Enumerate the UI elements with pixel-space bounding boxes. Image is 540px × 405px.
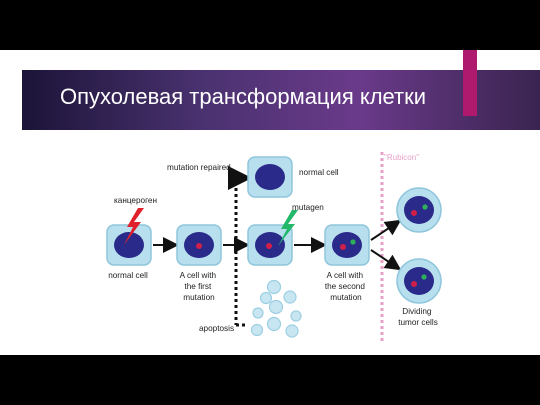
carcinogen-label: канцероген [114,196,157,205]
normal-cell-top-label: normal cell [299,168,339,177]
lightning-bolt-icon [124,208,144,245]
tumor-cell [396,187,442,233]
second-mutation-cell [324,224,370,266]
arrow [370,219,402,241]
mutation-repaired-label: mutation repaired [167,163,231,172]
normal-cell [106,224,152,266]
slide-title: Опухолевая трансформация клетки [60,84,427,109]
first-mutation-cell [176,224,222,266]
dividing-cells-label: Dividing tumor cells [398,307,438,327]
tumor-cell [396,258,442,304]
second-mutation-label: A cell with the second mutation [325,271,367,302]
arrow [370,249,402,271]
lightning-bolt-icon [278,210,298,246]
accent-stripe [463,50,477,116]
first-mutation-label: A cell with the first mutation [180,271,219,302]
title-bar: Опухолевая трансформация клетки [22,70,540,130]
mutagen-label: mutagen [292,203,324,212]
repaired-normal-cell [247,156,293,198]
mutated-cell-middle [247,224,293,266]
rubicon-label: "Rubicon" [384,153,419,162]
normal-cell-label: normal cell [108,271,148,280]
apoptosis-label: apoptosis [199,324,234,333]
apoptotic-bodies [250,279,302,338]
